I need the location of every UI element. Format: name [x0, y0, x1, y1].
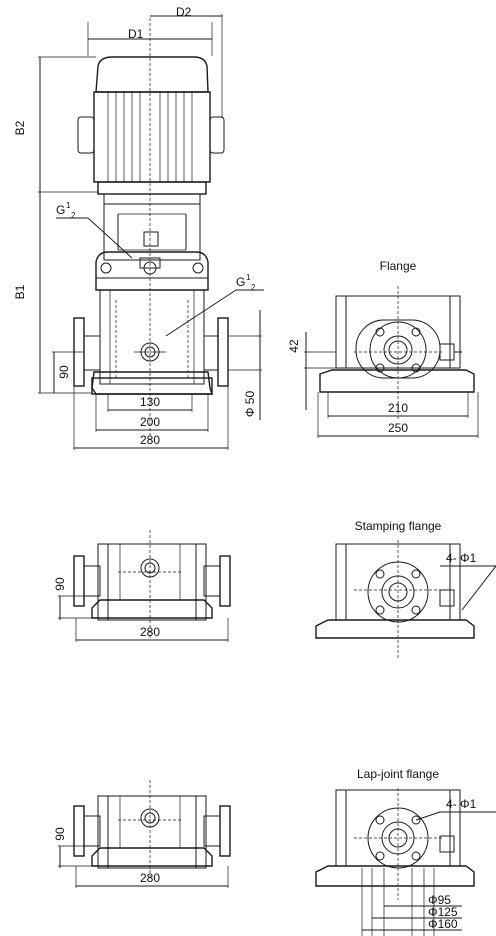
stamping-pump-view — [58, 530, 231, 642]
lapjoint-pump-view — [58, 780, 231, 888]
dim-phi125-label: Φ125 — [428, 905, 458, 919]
dim-200-label: 200 — [140, 415, 160, 429]
dim-210-label: 210 — [388, 401, 408, 415]
stamping-flange-detail — [315, 540, 496, 660]
dim-90-lapjoint-label: 90 — [53, 827, 67, 841]
stamping-flange-caption: Stamping flange — [355, 519, 442, 533]
dim-d2-label: D2 — [176, 5, 192, 19]
dim-phi95-label: Φ95 — [428, 893, 451, 907]
g-half-upper-label: G — [56, 203, 65, 217]
lapjoint-flange-caption: Lap-joint flange — [357, 767, 439, 781]
dim-b2-label: B2 — [13, 120, 27, 135]
lapjoint-bolt-note: 4- Φ1 — [446, 797, 477, 811]
dim-280-top-label: 280 — [140, 433, 160, 447]
dim-250-label: 250 — [388, 421, 408, 435]
g-half-lower-label: G — [236, 275, 245, 289]
stamping-bolt-note: 4- Φ1 — [446, 551, 477, 565]
dim-130-label: 130 — [140, 395, 160, 409]
dim-90-stamping-label: 90 — [53, 577, 67, 591]
dim-phi160-label: Φ160 — [428, 917, 458, 931]
flange-caption: Flange — [380, 259, 417, 273]
dim-b1-label: B1 — [13, 284, 27, 299]
dim-d1-label: D1 — [128, 27, 144, 41]
lapjoint-flange-detail — [315, 788, 496, 936]
main-pump-front-view — [38, 14, 264, 450]
g-half-upper-num: 1 — [66, 201, 71, 210]
g-half-upper-den: 2 — [71, 211, 76, 220]
dim-90-top-label: 90 — [57, 365, 71, 379]
g-half-lower-num: 1 — [246, 273, 251, 282]
dim-280-stamping-label: 280 — [140, 625, 160, 639]
g-half-lower-den: 2 — [251, 283, 256, 292]
dim-42-label: 42 — [287, 339, 301, 353]
dim-phi50-label: Φ 50 — [243, 391, 257, 418]
flange-detail-view — [304, 286, 479, 438]
dim-280-lapjoint-label: 280 — [140, 871, 160, 885]
